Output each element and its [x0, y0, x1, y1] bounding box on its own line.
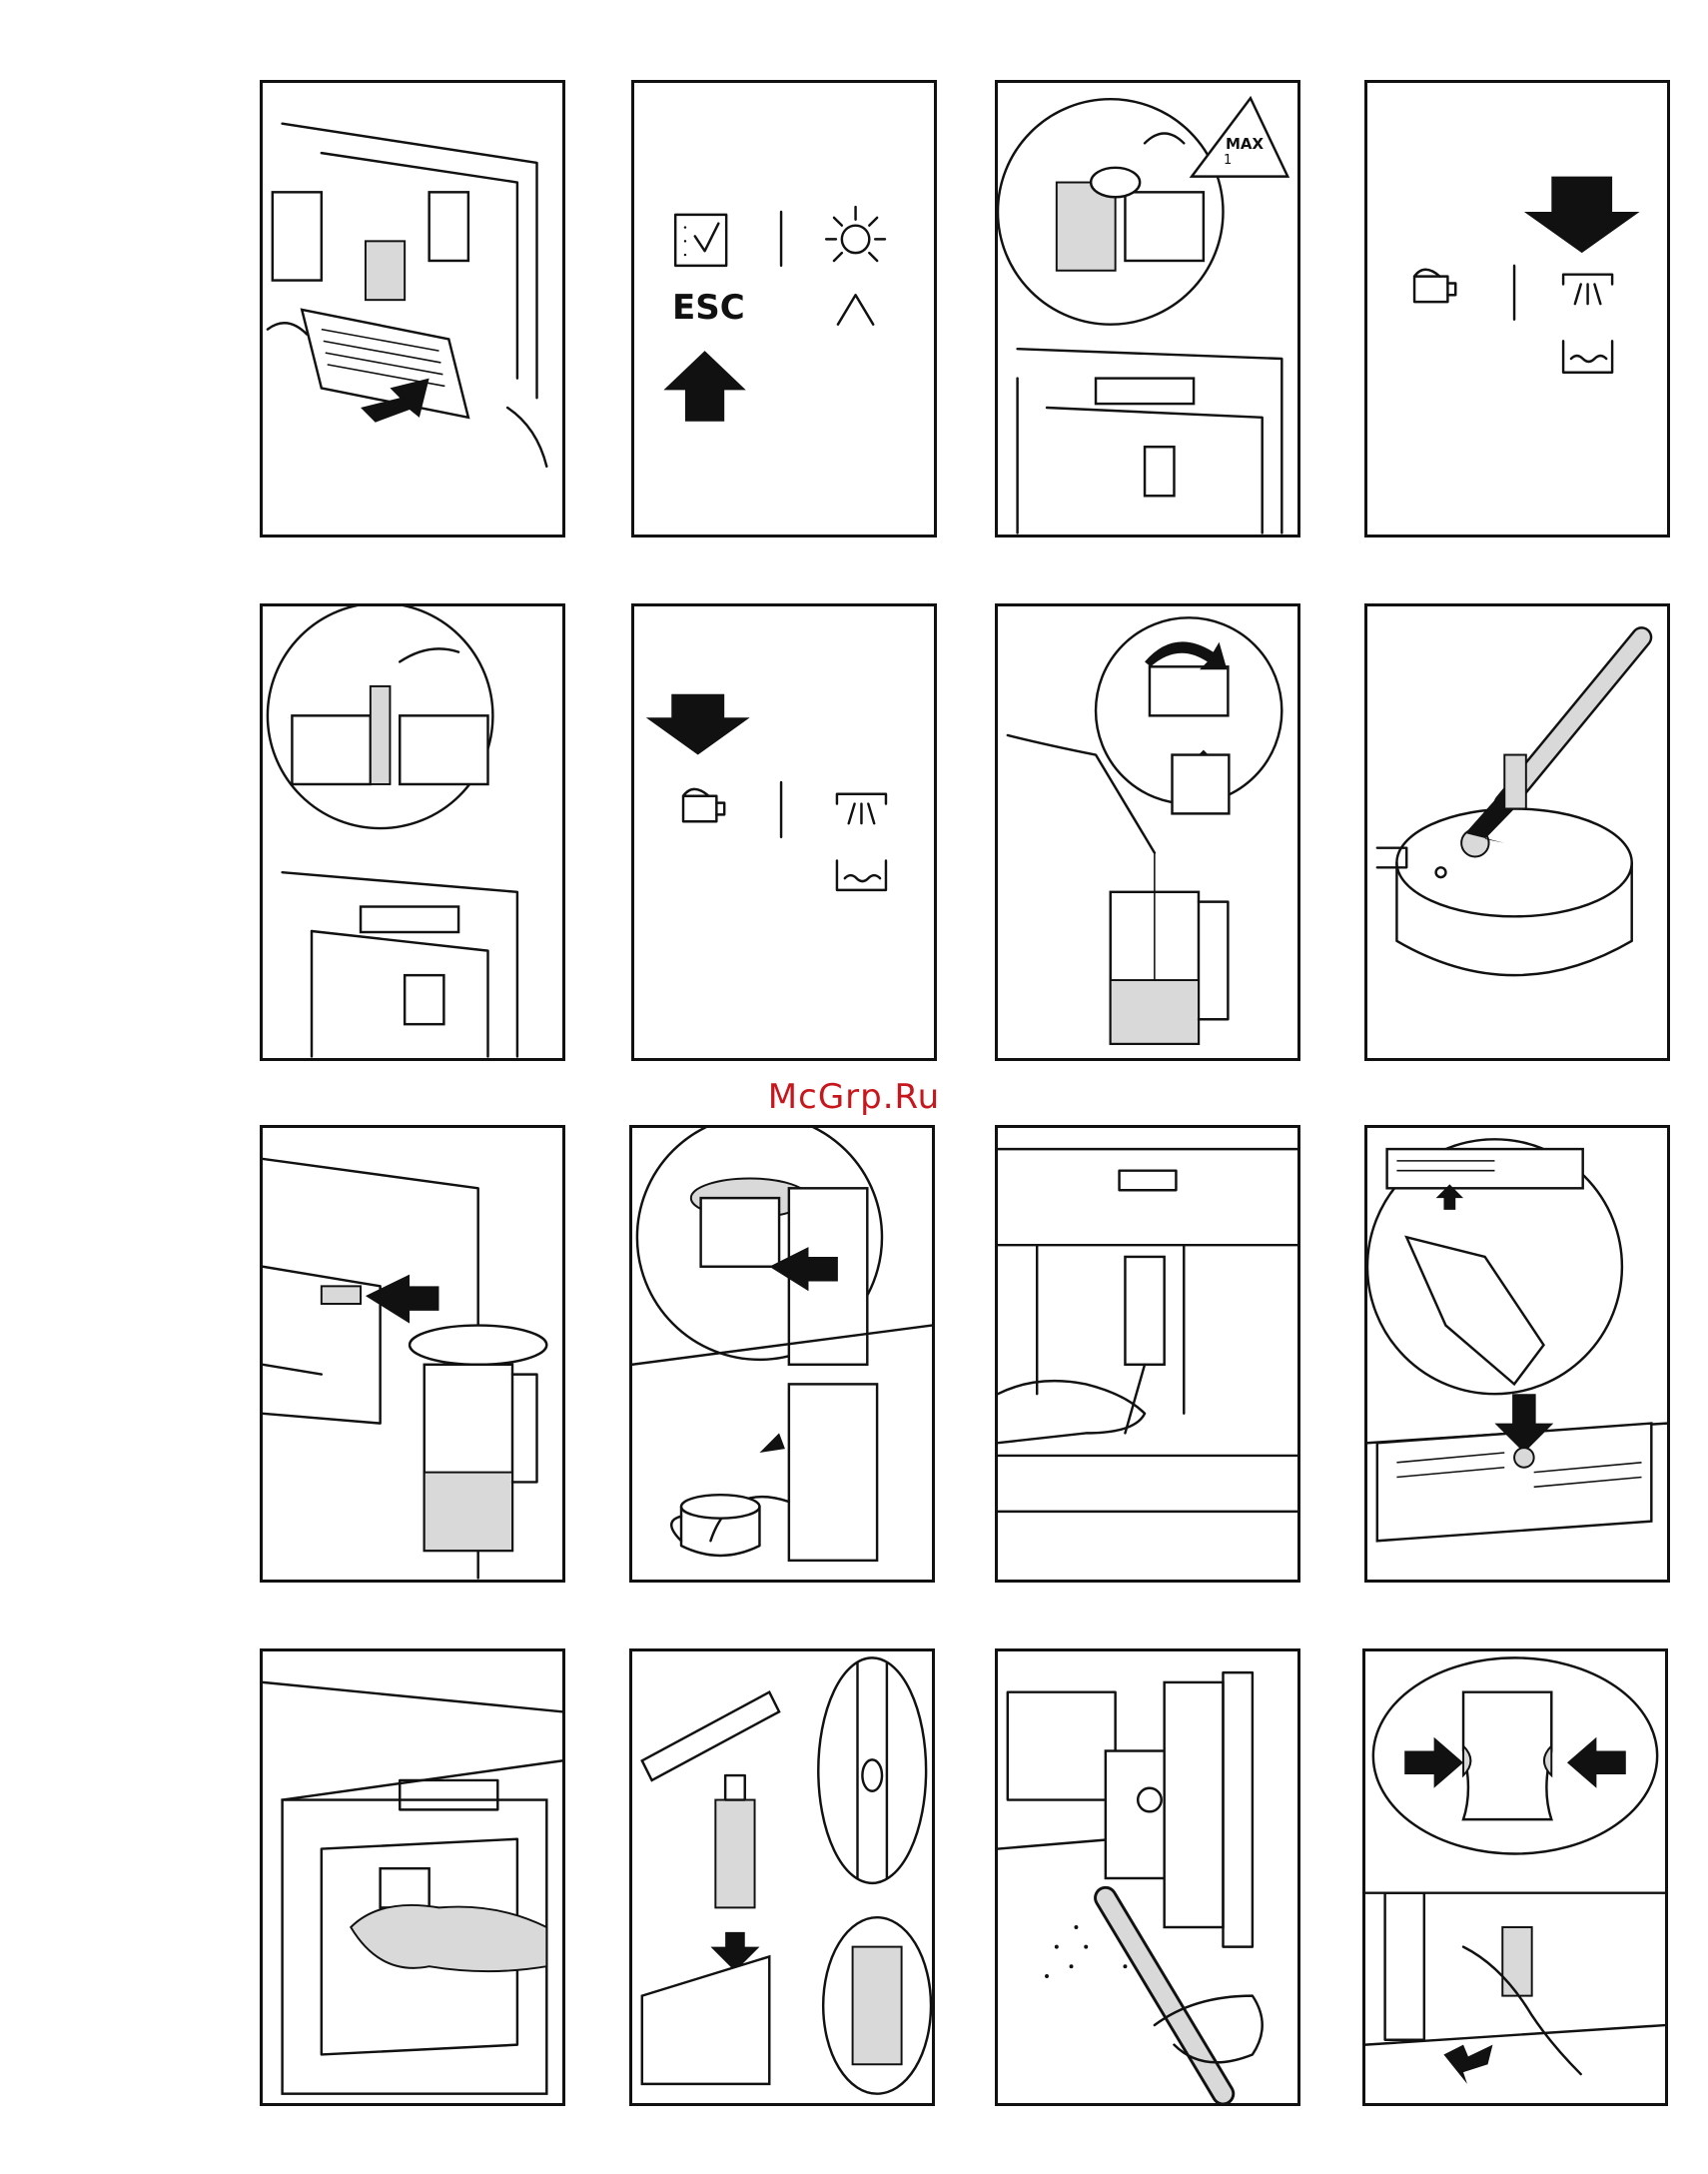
panel-remove-brew-unit: [1362, 1648, 1668, 2106]
panel-brush-clean: [995, 1648, 1300, 2106]
max-label: MAX: [1226, 135, 1264, 153]
watermark-text: McGrp.Ru: [0, 1077, 1708, 1117]
dose-label: 1: [1224, 153, 1232, 168]
checklist-icon: [675, 215, 726, 266]
panel-water-filter: [629, 1648, 935, 2106]
milk-jug-icon: [1414, 270, 1455, 302]
steam-icon: [1563, 275, 1612, 304]
panel-fill-detergent: MAX 1: [995, 80, 1300, 538]
panel-detergent-closeup: [260, 603, 565, 1061]
drip-tray-illustration: [263, 83, 562, 535]
water-level-icon: [1563, 341, 1612, 372]
panel-attach-milk-jug: [260, 1125, 565, 1583]
panel-milk-jug-closeup: [629, 1125, 935, 1583]
water-level-icon: [837, 860, 886, 889]
light-icon: [826, 207, 885, 261]
panel-clean-nozzle-needle: [995, 1125, 1300, 1583]
panel-steam-arrow: [631, 603, 937, 1061]
esc-label: ESC: [672, 288, 745, 328]
panel-settings-esc: ESC: [631, 80, 937, 538]
panel-fill-milk-jug: [995, 603, 1300, 1061]
panel-steam-down: [1364, 80, 1670, 538]
down-arrow-icon: [1524, 177, 1640, 253]
panel-remove-drip-tray: [260, 80, 565, 538]
panel-milk-jug-valve: [1364, 603, 1670, 1061]
panel-wipe-unit: [260, 1648, 565, 2106]
steam-icon: [837, 794, 886, 823]
milk-jug-icon: [683, 789, 724, 821]
down-arrow-icon: [646, 694, 750, 755]
up-arrow-icon: [663, 351, 745, 422]
panel-drip-tray-float: [1364, 1125, 1670, 1583]
up-caret-icon: [838, 295, 873, 324]
